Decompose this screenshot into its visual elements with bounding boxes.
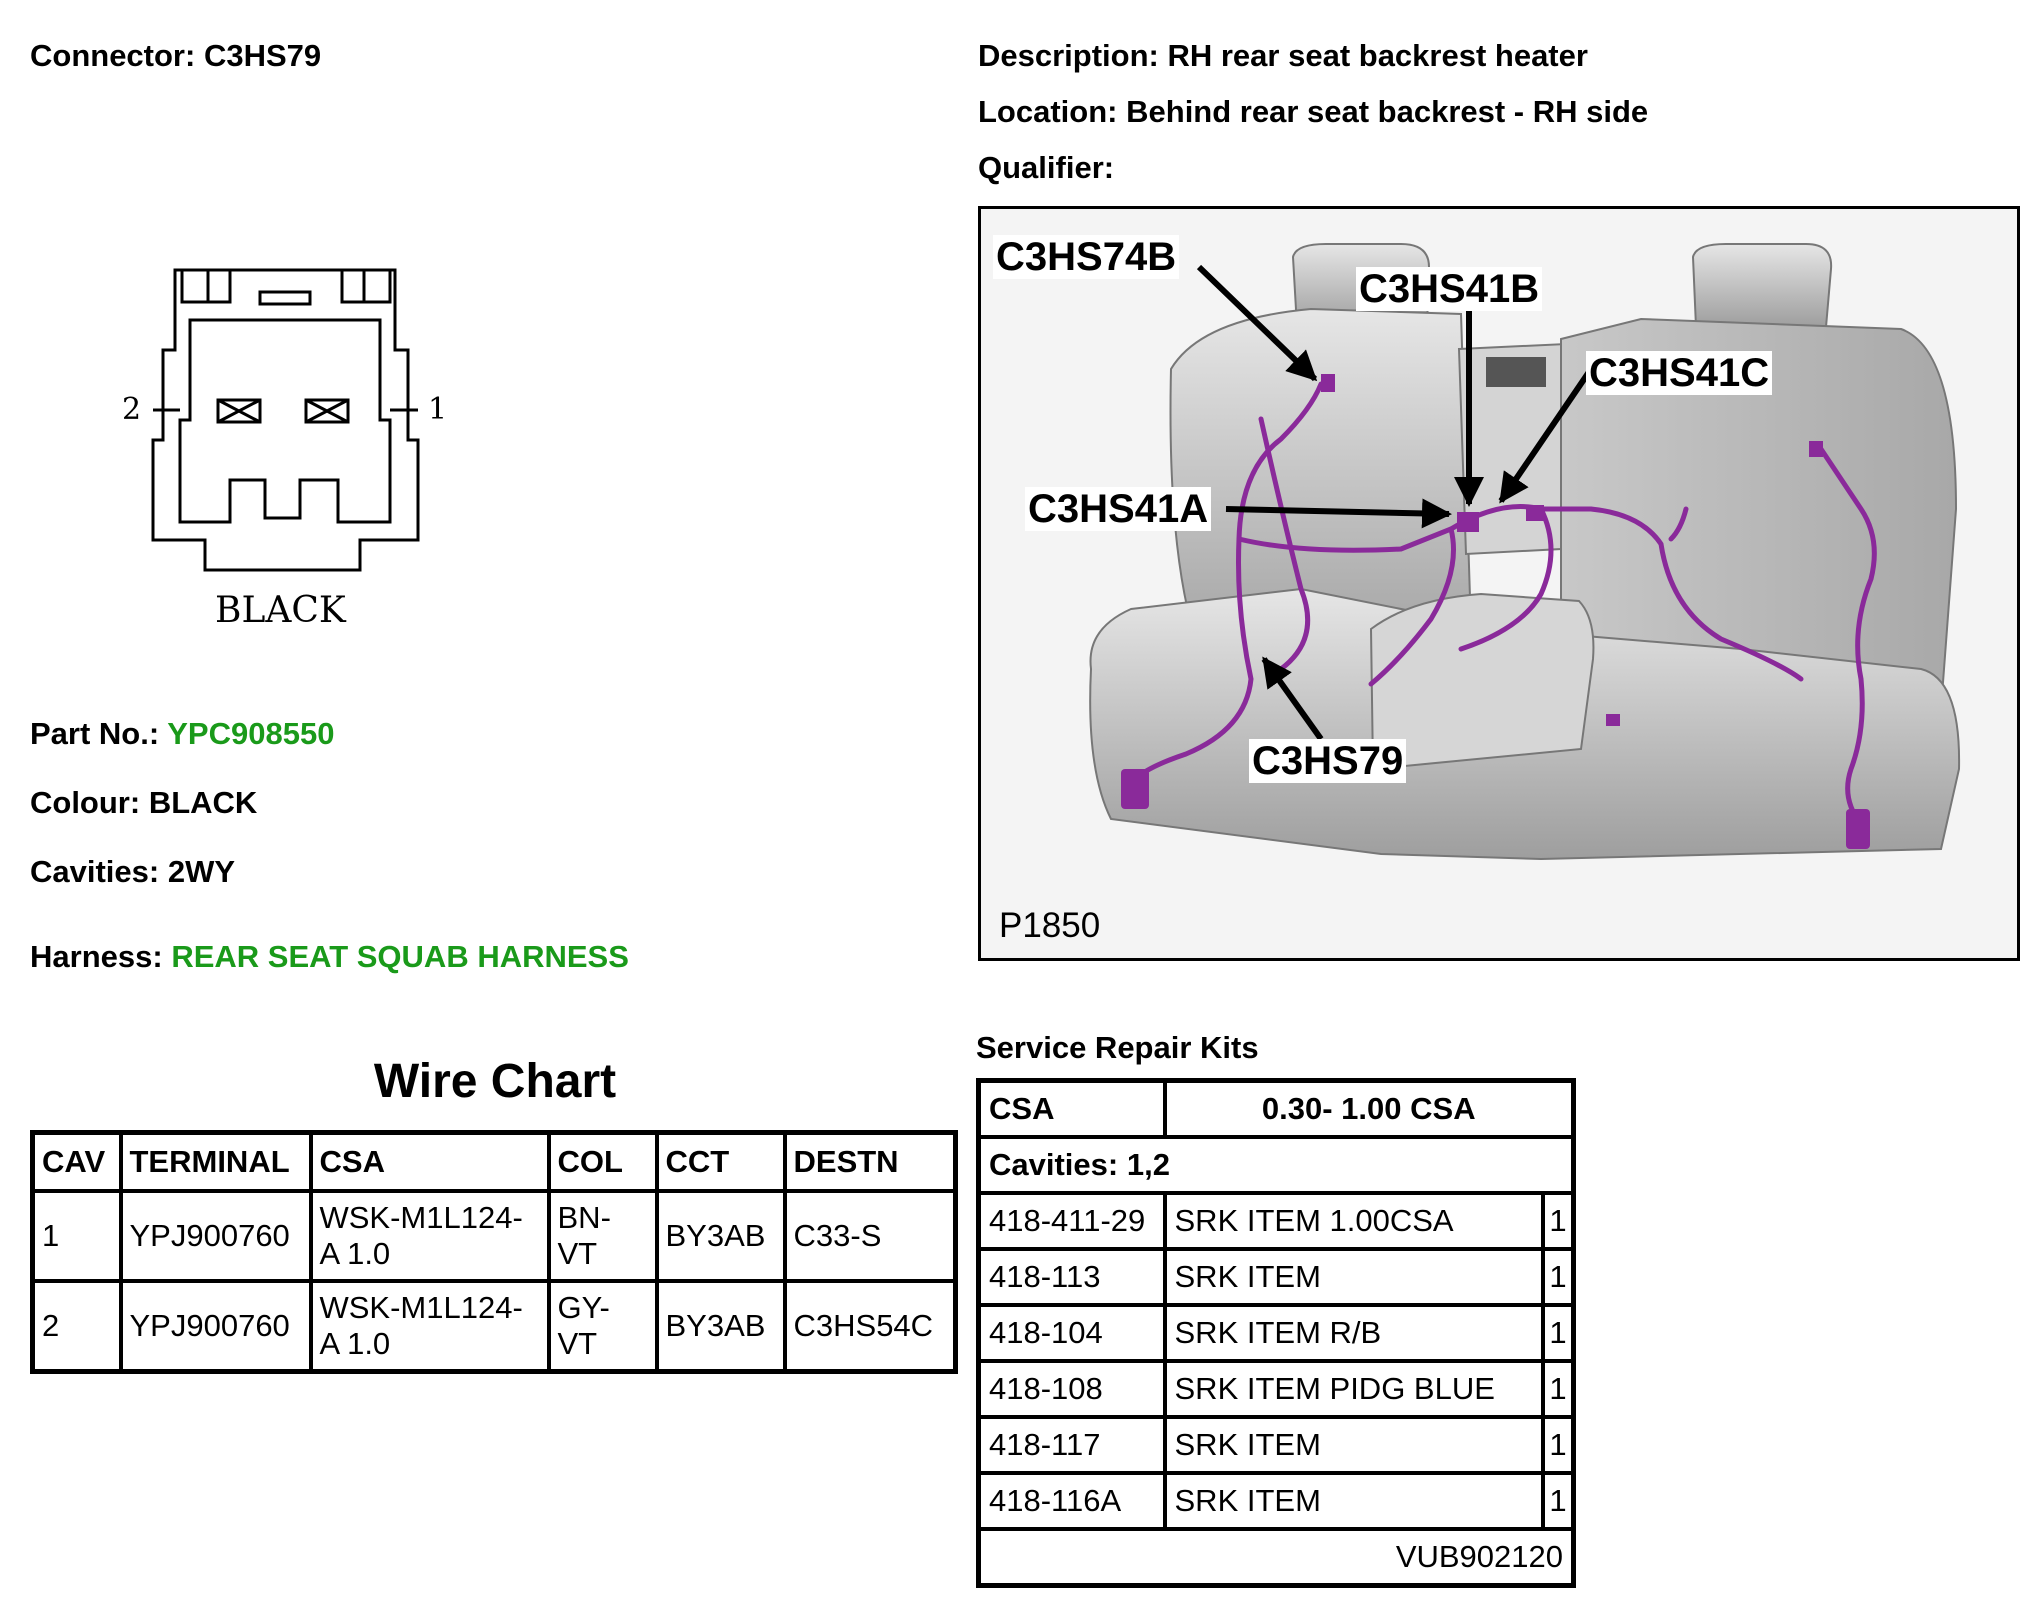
srk-qty: 1 bbox=[1541, 1415, 1576, 1475]
cavities-value: 2WY bbox=[167, 854, 236, 889]
cell-col: GY-VT bbox=[546, 1279, 659, 1374]
description-line: Description: RH rear seat backrest heate… bbox=[978, 38, 1588, 74]
srk-code: 418-117 bbox=[976, 1415, 1167, 1475]
srk-qty: 1 bbox=[1541, 1191, 1576, 1251]
srk-desc: SRK ITEM bbox=[1162, 1415, 1545, 1475]
colour-label: Colour: bbox=[30, 785, 141, 820]
srk-qty: 1 bbox=[1541, 1247, 1576, 1307]
srk-csa-value: 0.30- 1.00 CSA bbox=[1162, 1078, 1576, 1139]
cell-terminal: YPJ900760 bbox=[118, 1189, 313, 1283]
srk-kit-number: VUB902120 bbox=[976, 1527, 1576, 1588]
pin-1-label: 1 bbox=[428, 392, 448, 427]
srk-cavities-row: Cavities: 1,2 bbox=[976, 1135, 1576, 1195]
srk-desc: SRK ITEM PIDG BLUE bbox=[1162, 1359, 1545, 1419]
srk-qty: 1 bbox=[1541, 1303, 1576, 1363]
cell-csa: WSK-M1L124-A 1.0 bbox=[308, 1279, 551, 1374]
wire-chart-header-row: CAV TERMINAL CSA COL CCT DESTN bbox=[30, 1130, 958, 1193]
callout-c3hs41c: C3HS41C bbox=[1586, 351, 1773, 395]
srk-desc: SRK ITEM R/B bbox=[1162, 1303, 1545, 1363]
table-row: 418-113 SRK ITEM 1 bbox=[976, 1247, 1576, 1307]
table-row: 418-411-29 SRK ITEM 1.00CSA 1 bbox=[976, 1191, 1576, 1251]
srk-code: 418-116A bbox=[976, 1471, 1167, 1531]
location-figure: C3HS74B C3HS41B C3HS41C C3HS41A C3HS79 P… bbox=[978, 206, 2020, 961]
srk-csa-row: CSA 0.30- 1.00 CSA bbox=[976, 1078, 1576, 1139]
header-terminal: TERMINAL bbox=[118, 1130, 313, 1193]
callout-c3hs41a: C3HS41A bbox=[1025, 487, 1212, 531]
callout-c3hs74b: C3HS74B bbox=[993, 235, 1180, 279]
cell-csa: WSK-M1L124-A 1.0 bbox=[308, 1189, 551, 1283]
location-label: Location: bbox=[978, 94, 1118, 129]
srk-qty: 1 bbox=[1541, 1359, 1576, 1419]
callout-c3hs41b: C3HS41B bbox=[1356, 267, 1543, 311]
connector-colour-caption: BLACK bbox=[215, 590, 346, 631]
qualifier-line: Qualifier: bbox=[978, 150, 1114, 186]
srk-code: 418-108 bbox=[976, 1359, 1167, 1419]
harness-link[interactable]: REAR SEAT SQUAB HARNESS bbox=[171, 939, 629, 974]
part-no-line: Part No.: YPC908550 bbox=[30, 716, 334, 752]
location-value: Behind rear seat backrest - RH side bbox=[1126, 94, 1649, 129]
service-repair-kits-title: Service Repair Kits bbox=[976, 1030, 1259, 1065]
cavities-line: Cavities: 2WY bbox=[30, 854, 235, 890]
srk-code: 418-104 bbox=[976, 1303, 1167, 1363]
rear-seat-illustration bbox=[1089, 243, 1961, 861]
srk-cavities: Cavities: 1,2 bbox=[976, 1135, 1576, 1195]
location-line: Location: Behind rear seat backrest - RH… bbox=[978, 94, 1648, 130]
srk-qty: 1 bbox=[1541, 1471, 1576, 1531]
description-label: Description: bbox=[978, 38, 1159, 73]
cell-terminal: YPJ900760 bbox=[118, 1279, 313, 1374]
header-destn: DESTN bbox=[782, 1130, 958, 1193]
header-col: COL bbox=[546, 1130, 659, 1193]
cell-cav: 1 bbox=[30, 1189, 123, 1283]
connector-line: Connector: C3HS79 bbox=[30, 38, 321, 74]
service-repair-kits-table: CSA 0.30- 1.00 CSA Cavities: 1,2 418-411… bbox=[976, 1078, 1576, 1588]
table-row: 418-116A SRK ITEM 1 bbox=[976, 1471, 1576, 1531]
colour-line: Colour: BLACK bbox=[30, 785, 257, 821]
connector-outline bbox=[151, 268, 420, 572]
part-no-link[interactable]: YPC908550 bbox=[167, 716, 335, 751]
connector-face-drawing: 2 1 BLACK bbox=[110, 250, 470, 640]
pin-2-label: 2 bbox=[122, 392, 142, 427]
callout-c3hs79: C3HS79 bbox=[1249, 739, 1407, 783]
cell-col: BN-VT bbox=[546, 1189, 659, 1283]
table-row: 2 YPJ900760 WSK-M1L124-A 1.0 GY-VT BY3AB… bbox=[30, 1279, 958, 1374]
srk-csa-label: CSA bbox=[976, 1078, 1167, 1139]
table-row: 418-108 SRK ITEM PIDG BLUE 1 bbox=[976, 1359, 1576, 1419]
connector-label: Connector: bbox=[30, 38, 196, 73]
srk-desc: SRK ITEM bbox=[1162, 1247, 1545, 1307]
srk-code: 418-411-29 bbox=[976, 1191, 1167, 1251]
srk-kit-row: VUB902120 bbox=[976, 1527, 1576, 1588]
srk-desc: SRK ITEM bbox=[1162, 1471, 1545, 1531]
cell-destn: C3HS54C bbox=[782, 1279, 958, 1374]
header-csa: CSA bbox=[308, 1130, 551, 1193]
harness-label: Harness: bbox=[30, 939, 163, 974]
srk-desc: SRK ITEM 1.00CSA bbox=[1162, 1191, 1545, 1251]
description-value: RH rear seat backrest heater bbox=[1167, 38, 1588, 73]
wire-chart-table: CAV TERMINAL CSA COL CCT DESTN 1 YPJ9007… bbox=[30, 1130, 958, 1374]
header-cct: CCT bbox=[654, 1130, 787, 1193]
part-no-label: Part No.: bbox=[30, 716, 160, 751]
cell-cct: BY3AB bbox=[654, 1279, 787, 1374]
table-row: 418-117 SRK ITEM 1 bbox=[976, 1415, 1576, 1475]
srk-code: 418-113 bbox=[976, 1247, 1167, 1307]
cavities-label: Cavities: bbox=[30, 854, 160, 889]
connector-value: C3HS79 bbox=[203, 38, 322, 73]
figure-id: P1850 bbox=[999, 906, 1101, 945]
colour-value: BLACK bbox=[148, 785, 258, 820]
table-row: 418-104 SRK ITEM R/B 1 bbox=[976, 1303, 1576, 1363]
header-cav: CAV bbox=[30, 1130, 123, 1193]
harness-line: Harness: REAR SEAT SQUAB HARNESS bbox=[30, 939, 629, 975]
cell-destn: C33-S bbox=[782, 1189, 958, 1283]
cell-cav: 2 bbox=[30, 1279, 123, 1374]
table-row: 1 YPJ900760 WSK-M1L124-A 1.0 BN-VT BY3AB… bbox=[30, 1189, 958, 1283]
qualifier-label: Qualifier: bbox=[978, 150, 1115, 185]
cell-cct: BY3AB bbox=[654, 1189, 787, 1283]
wire-chart-title: Wire Chart bbox=[373, 1055, 617, 1108]
